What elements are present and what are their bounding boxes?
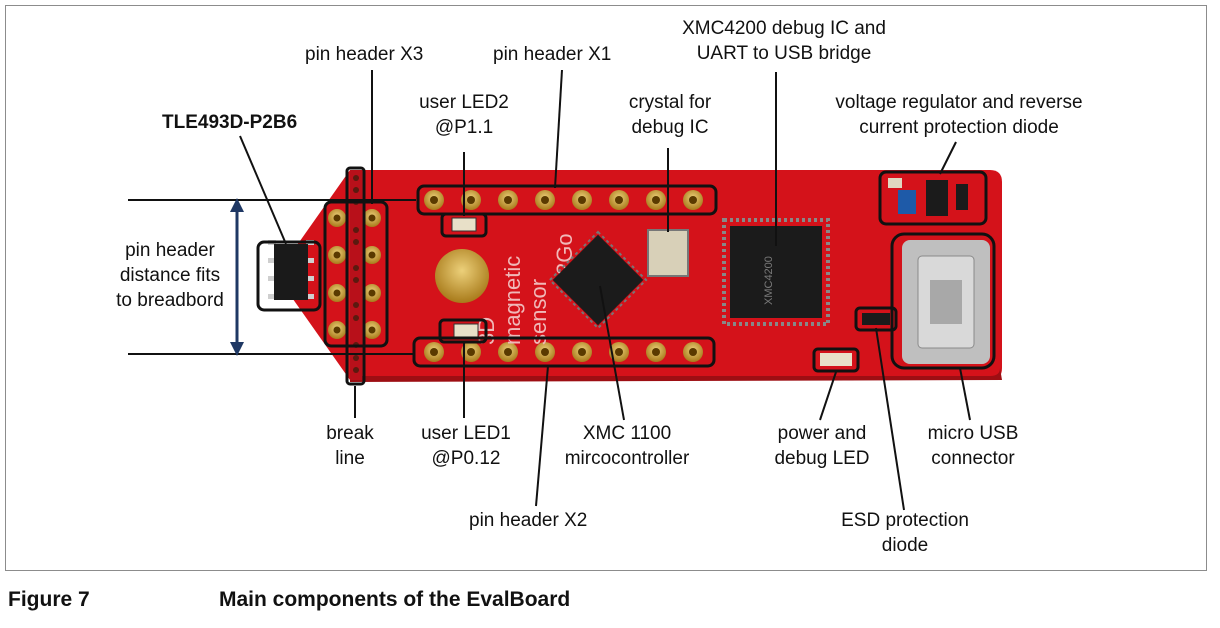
pin-header-x2-pads [424,342,703,362]
callout-box-x3 [323,200,389,348]
label-micro-usb-line2: connector [931,448,1015,469]
label-pin-header-distance-line1: pin header [125,240,215,261]
micro-usb-connector [902,240,990,364]
label-user-led1-line1: user LED1 [421,423,511,444]
label-voltage-regulator-line2: current protection diode [859,117,1059,138]
callout-box-power-led [812,347,860,373]
label-user-led2-line2: @P1.1 [434,117,494,138]
pcb-edge-shadow [350,368,1002,382]
label-user-led1-line2: @P0.12 [431,448,501,469]
figure-number: Figure 7 [8,588,90,611]
pin-header-x1-pads [424,190,703,210]
silkscreen-sensor: sensor [526,279,551,345]
label-xmc1100-line2: mircocontroller [564,448,690,469]
label-crystal: crystal for debug IC [612,90,728,140]
label-user-led2: user LED2 @P1.1 [406,90,522,140]
label-crystal-line2: debug IC [631,117,709,138]
label-micro-usb-line1: micro USB [927,423,1019,444]
callout-boxes [256,166,996,386]
crystal [647,229,689,277]
label-xmc4200: XMC4200 debug IC and UART to USB bridge [668,16,900,66]
esd-diode [862,313,890,325]
label-pin-header-x2: pin header X2 [469,510,588,531]
callout-box-regulator [878,170,988,226]
label-power-led-line1: power and [777,423,867,444]
label-user-led1: user LED1 @P0.12 [408,421,524,471]
breadboard-distance-markers [128,199,416,355]
label-crystal-line1: crystal for [628,92,712,113]
label-xmc4200-line2: UART to USB bridge [696,43,872,64]
label-pin-header-distance-line2: distance fits [119,265,221,286]
label-esd-line2: diode [881,535,929,556]
label-break-line-line1: break [326,423,374,444]
tle-sensor-chip [268,240,314,300]
label-xmc1100: XMC 1100 mircocontroller [554,421,700,471]
label-voltage-regulator-line1: voltage regulator and reverse [835,92,1083,113]
callout-box-usb [890,232,996,370]
label-break-line-line2: line [335,448,365,469]
label-xmc1100-line1: XMC 1100 [582,423,672,444]
voltage-regulator-parts [888,178,968,216]
label-pin-header-x1: pin header X1 [493,44,612,65]
label-xmc4200-line1: XMC4200 debug IC and [682,18,886,39]
figure-title: Main components of the EvalBoard [219,588,571,611]
xmc4200-marking: XMC4200 [763,256,775,305]
callout-box-break [345,166,366,386]
user-led2 [451,217,477,232]
silkscreen-magnetic: magnetic [500,256,525,345]
power-led [820,353,852,366]
callout-box-x1 [416,184,718,216]
label-user-led2-line1: user LED2 [419,92,509,113]
leader-lines [239,69,971,511]
callout-box-tle [256,240,322,312]
label-pin-header-distance-line3: to breadbord [116,290,224,311]
breadboard-distance-arrow [230,198,244,356]
label-pin-header-x3: pin header X3 [305,44,424,65]
label-power-led: power and debug LED [762,421,882,471]
pin-header-x3-pads [328,209,381,339]
label-esd-line1: ESD protection [841,510,969,531]
label-break-line: break line [313,421,387,471]
label-power-led-line2: debug LED [774,448,870,469]
label-voltage-regulator: voltage regulator and reverse current pr… [812,90,1106,140]
callout-box-x2 [412,336,716,368]
label-tle493d: TLE493D-P2B6 [162,112,298,133]
gold-test-pad [435,249,489,303]
label-pin-header-distance: pin header distance fits to breadbord [106,238,234,313]
label-esd: ESD protection diode [826,508,984,558]
label-micro-usb: micro USB connector [916,421,1030,471]
